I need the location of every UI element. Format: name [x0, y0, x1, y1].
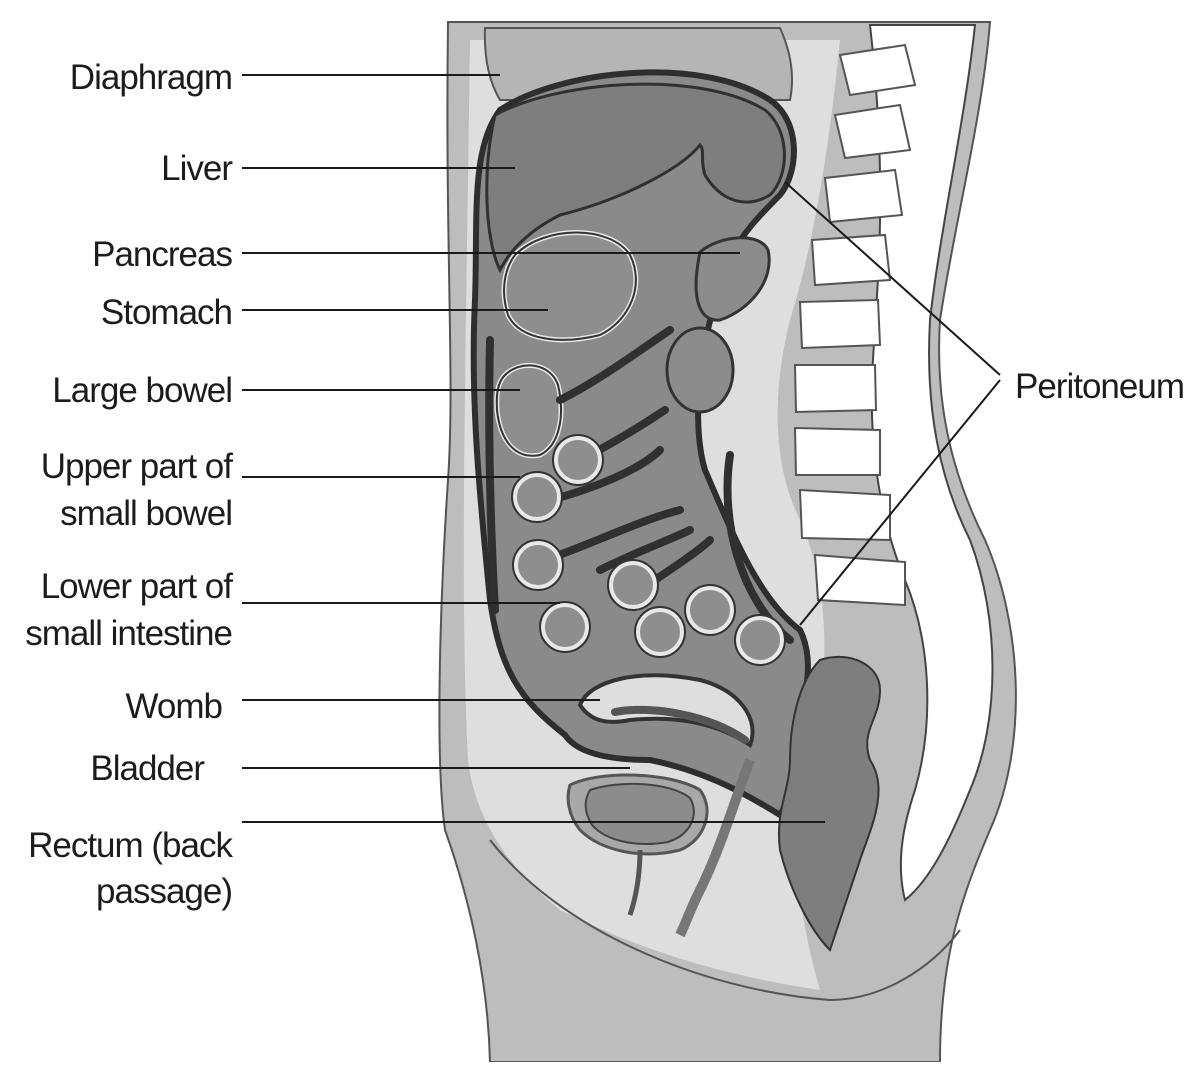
label-rectum-line1: Rectum (back [28, 826, 233, 865]
label-rectum-line2: passage) [96, 872, 232, 911]
vertebra [795, 365, 876, 412]
vertebra [835, 105, 910, 158]
label-lower-small-intestine-line2: small intestine [25, 614, 232, 653]
label-diaphragm: Diaphragm [70, 58, 232, 97]
kidney-shape [667, 328, 733, 412]
vertebra [825, 170, 902, 222]
vertebra [815, 555, 905, 605]
label-peritoneum: Peritoneum [1015, 367, 1184, 406]
bowel-loop [516, 543, 560, 587]
label-liver: Liver [161, 149, 233, 188]
vertebra [800, 300, 880, 348]
label-pancreas: Pancreas [92, 235, 232, 274]
label-large-bowel: Large bowel [52, 371, 232, 410]
bowel-loop [611, 563, 655, 607]
bowel-loop [515, 475, 559, 519]
bowel-loop [638, 610, 682, 654]
bowel-loop [556, 438, 600, 482]
vertebra [795, 428, 880, 475]
label-stomach: Stomach [101, 293, 232, 332]
bowel-loop [543, 605, 587, 649]
bowel-loop [738, 618, 782, 662]
label-upper-small-bowel-line1: Upper part of [41, 447, 234, 486]
label-upper-small-bowel-line2: small bowel [60, 494, 232, 533]
label-lower-small-intestine-line1: Lower part of [41, 567, 234, 606]
label-womb: Womb [126, 687, 223, 726]
label-bladder: Bladder [90, 749, 205, 788]
vertebra [840, 45, 915, 95]
bowel-loop [688, 588, 732, 632]
